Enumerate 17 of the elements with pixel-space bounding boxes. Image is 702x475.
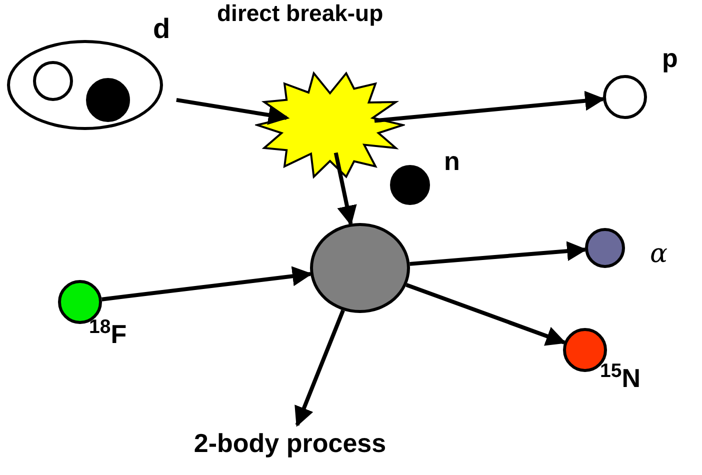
arrow (102, 266, 312, 302)
process-label: 2-body process (192, 426, 388, 460)
neutron-circle (86, 78, 130, 122)
particle-label: $^{18}$F (89, 321, 127, 347)
particle-label: d (153, 15, 170, 43)
arrow (294, 310, 345, 427)
particle-label: α (650, 241, 668, 267)
particle-label: direct break-up (217, 2, 384, 25)
arrow (410, 241, 588, 266)
arrow (406, 283, 566, 346)
particle-label: $^{15}$N (600, 365, 640, 391)
particle-label: n (444, 148, 460, 174)
arrow (374, 90, 606, 123)
arrow (176, 98, 288, 125)
particle-label: p (662, 45, 678, 71)
proton-circle (33, 61, 73, 101)
arrow (334, 152, 357, 226)
